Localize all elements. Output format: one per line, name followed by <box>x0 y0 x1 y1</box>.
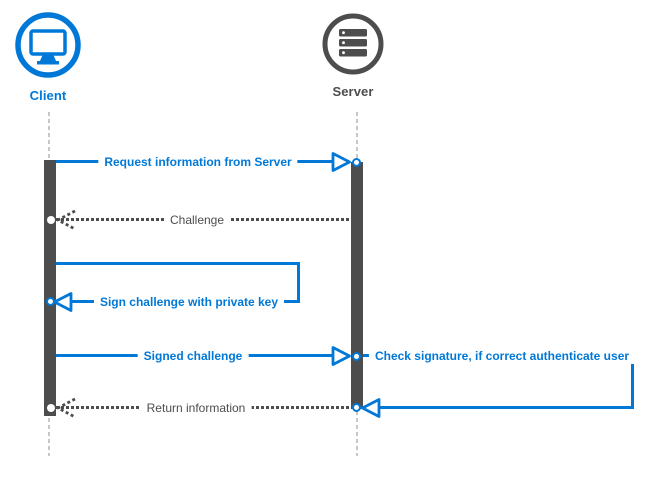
message-challenge-label: Challenge <box>163 212 231 228</box>
server-icon <box>322 13 384 75</box>
message-request-arrowhead-icon <box>331 152 351 172</box>
actor-client-label: Client <box>29 88 67 103</box>
message-sign-arrowhead-icon <box>53 292 73 312</box>
message-challenge-endpoint-circle <box>47 216 55 224</box>
message-return-endpoint-circle <box>47 404 55 412</box>
client-computer-icon <box>15 12 81 78</box>
message-signed-endpoint-circle <box>352 352 361 361</box>
message-challenge-arrowhead-icon <box>55 209 76 231</box>
message-signed-label: Signed challenge <box>137 348 249 364</box>
actor-client: Client <box>10 11 86 103</box>
server-lifeline-top <box>356 112 358 162</box>
message-return-label: Return information <box>140 400 252 416</box>
server-lifeline-bottom <box>356 411 358 456</box>
message-signed-arrowhead-icon <box>331 346 351 366</box>
message-request-label: Request information from Server <box>98 154 298 170</box>
server-activation-bar <box>351 162 363 409</box>
actor-server-label: Server <box>332 84 374 99</box>
client-activation-bar <box>44 160 56 416</box>
client-lifeline-top <box>48 112 50 160</box>
message-check-endpoint-circle <box>352 403 361 412</box>
message-check-arrowhead-icon <box>361 398 381 418</box>
actor-server: Server <box>315 13 391 99</box>
message-request-endpoint-circle <box>352 158 361 167</box>
client-lifeline-bottom <box>48 418 50 456</box>
message-sign-endpoint-circle <box>46 297 55 306</box>
message-sign-label: Sign challenge with private key <box>93 294 285 310</box>
message-return-arrowhead-icon <box>55 397 76 419</box>
message-check-label: Check signature, if correct authenticate… <box>368 348 636 364</box>
